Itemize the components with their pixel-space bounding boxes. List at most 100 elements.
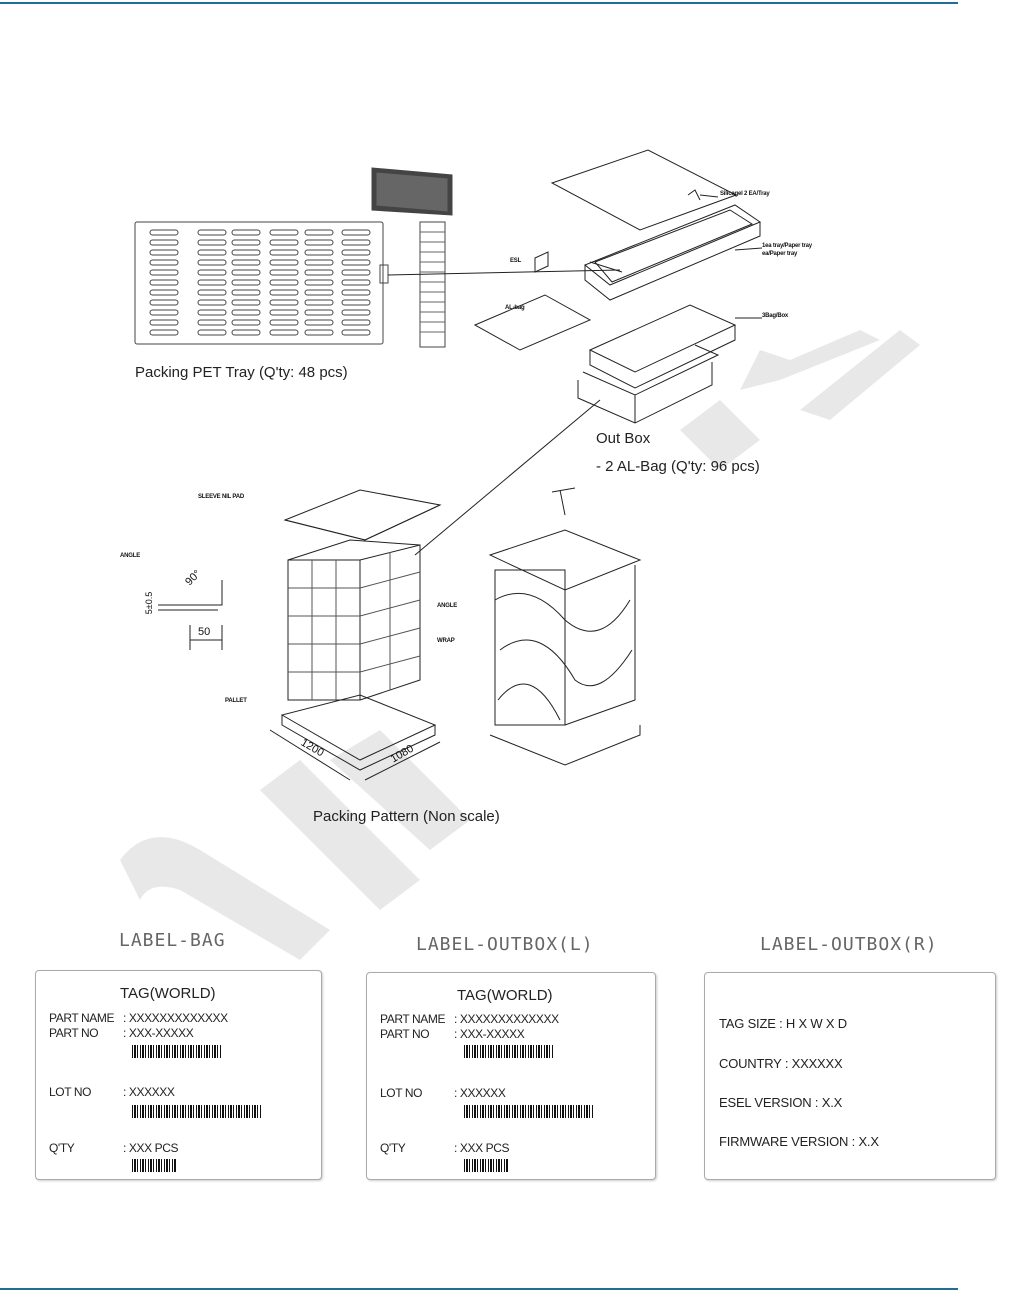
pallet-stack: [158, 487, 642, 781]
country-field: COUNTRY : XXXXXX: [719, 1056, 843, 1071]
tray-slot: [231, 279, 261, 286]
tray-slot: [269, 249, 299, 256]
header-rule: [0, 2, 958, 4]
tray-slot: [304, 319, 334, 326]
part-no-value: : XXX-XXXXX: [123, 1026, 194, 1040]
tray-slot: [341, 259, 371, 266]
outbox-assembly: [387, 149, 763, 556]
qty-key: Q'TY: [380, 1141, 406, 1155]
lot-no-key: LOT NO: [380, 1086, 423, 1100]
tray-slot: [304, 229, 334, 236]
tray-slot: [341, 279, 371, 286]
pattern-caption: Packing Pattern (Non scale): [313, 808, 500, 825]
firmware-version-field: FIRMWARE VERSION : X.X: [719, 1134, 879, 1149]
part-no-key: PART NO: [49, 1026, 99, 1040]
tray-slot: [231, 299, 261, 306]
tray-slot: [149, 329, 179, 336]
tray-slot: [231, 289, 261, 296]
tray-slot: [304, 239, 334, 246]
tray-slot: [231, 259, 261, 266]
tray-slot: [231, 239, 261, 246]
barcode-lot-no: [132, 1105, 262, 1118]
tray-slot: [149, 319, 179, 326]
tray-slot: [269, 309, 299, 316]
tray-slot: [197, 309, 227, 316]
tray-slot: [269, 299, 299, 306]
tray-slot: [304, 299, 334, 306]
tray-slot: [149, 279, 179, 286]
callout-albag: AL-bag: [505, 305, 525, 311]
part-name-key: PART NAME: [380, 1012, 446, 1026]
qty-key: Q'TY: [49, 1141, 75, 1155]
tray-slot: [269, 289, 299, 296]
tray-slot: [304, 309, 334, 316]
part-no-key: PART NO: [380, 1027, 430, 1041]
label-outbox-l-card: TAG(WORLD) PART NAME : XXXXXXXXXXXXX PAR…: [366, 972, 656, 1180]
outbox-subcaption: - 2 AL-Bag (Q'ty: 96 pcs): [596, 458, 760, 475]
label-bag-card: TAG(WORLD) PART NAME : XXXXXXXXXXXXX PAR…: [35, 970, 322, 1180]
tray-caption: Packing PET Tray (Q'ty: 48 pcs): [135, 364, 348, 381]
tray-slot: [149, 259, 179, 266]
tray-slot: [149, 229, 179, 236]
tray-slot: [231, 319, 261, 326]
callout-angle-left: ANGLE: [120, 553, 141, 559]
tray-slot: [231, 249, 261, 256]
tray-slot: [341, 229, 371, 236]
dim-angle-thk: 5±0.5: [144, 591, 155, 615]
tray-slot: [269, 259, 299, 266]
tray-slot: [197, 239, 227, 246]
tray-slot: [269, 329, 299, 336]
tray-slot: [341, 329, 371, 336]
tray-slot: [197, 329, 227, 336]
dim-angle-w: 50: [198, 626, 211, 638]
watermark: [120, 330, 920, 960]
tray-slot: [304, 269, 334, 276]
part-no-value: : XXX-XXXXX: [454, 1027, 525, 1041]
callout-esl: ESL: [510, 258, 522, 264]
esel-version-field: ESEL VERSION : X.X: [719, 1095, 843, 1110]
callout-bagbox: 3Bag/Box: [762, 313, 789, 319]
tray-slot: [304, 289, 334, 296]
tray-slot: [341, 249, 371, 256]
tray-slot: [341, 299, 371, 306]
qty-value: : XXX PCS: [454, 1141, 510, 1155]
callout-wrap: WRAP: [437, 638, 455, 644]
tray-slot: [304, 329, 334, 336]
callout-sleeve: SLEEVE NIL PAD: [198, 494, 244, 500]
tray-slot: [341, 309, 371, 316]
tray-slot: [197, 299, 227, 306]
lot-no-value: : XXXXXX: [123, 1085, 175, 1099]
tray-slot: [269, 269, 299, 276]
tray-slot: [341, 269, 371, 276]
tray-slot: [341, 239, 371, 246]
barcode-part-no: [464, 1045, 554, 1058]
tray-slot: [341, 289, 371, 296]
tray-slot: [197, 319, 227, 326]
tray-slot: [149, 269, 179, 276]
tray-slot: [197, 229, 227, 236]
callout-tray-2: ea/Paper tray: [762, 251, 798, 257]
callout-angle-right: ANGLE: [437, 603, 458, 609]
tray-slot: [304, 259, 334, 266]
lot-no-key: LOT NO: [49, 1085, 92, 1099]
tray-slot: [269, 319, 299, 326]
tray-slot: [304, 279, 334, 286]
barcode-qty: [464, 1159, 508, 1172]
label-bag-title: LABEL-BAG: [119, 930, 226, 951]
tray-slot: [197, 289, 227, 296]
tray-slot: [304, 249, 334, 256]
barcode-lot-no: [464, 1105, 594, 1118]
tray-slot: [231, 309, 261, 316]
tray-slot: [197, 279, 227, 286]
tray-slot: [341, 319, 371, 326]
part-name-key: PART NAME: [49, 1011, 115, 1025]
qty-value: : XXX PCS: [123, 1141, 179, 1155]
tray-slot: [269, 239, 299, 246]
tag-size-field: TAG SIZE : H X W X D: [719, 1016, 847, 1031]
tray-slot: [149, 309, 179, 316]
callout-silicagel: Silicagel 2 EA/Tray: [720, 191, 770, 197]
outbox-caption: Out Box: [596, 430, 651, 447]
barcode-qty: [132, 1159, 176, 1172]
label-heading: TAG(WORLD): [120, 985, 216, 1002]
